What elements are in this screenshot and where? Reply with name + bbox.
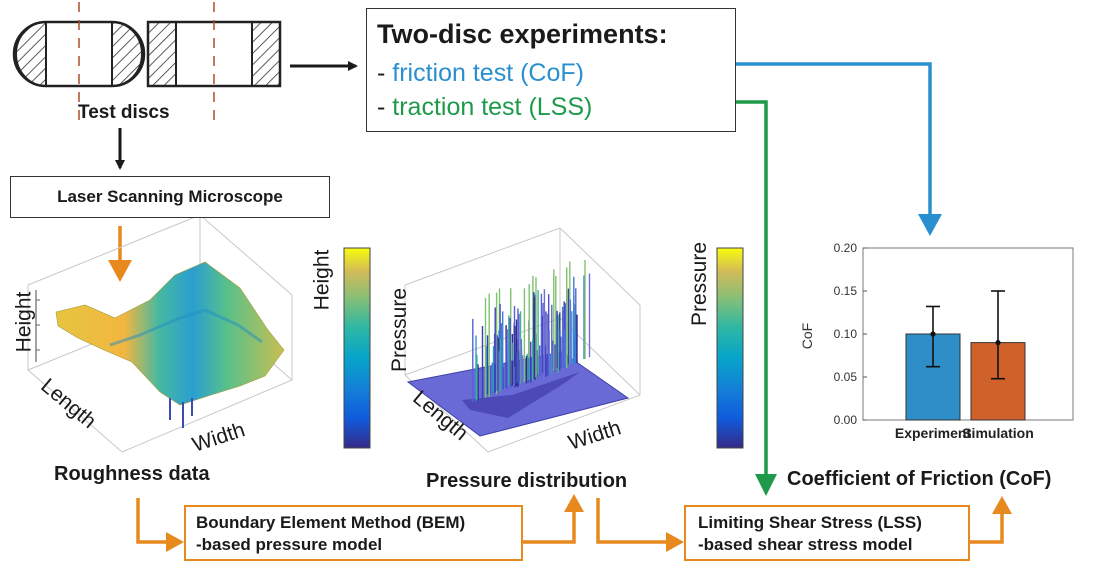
bem-box-line1: Boundary Element Method (BEM)	[196, 513, 466, 532]
height-colorbar-label: Height	[310, 249, 334, 311]
lss-box-line1: Limiting Shear Stress (LSS)	[698, 513, 922, 532]
roughness-z-axis-label: Height	[12, 291, 36, 353]
chart-y-tick-label: 0.05	[834, 370, 858, 384]
test-discs-label: Test discs	[78, 102, 170, 123]
chart-y-tick-label: 0.10	[834, 327, 858, 341]
chart-y-tick-label: 0.00	[834, 413, 858, 427]
friction-test-line: - friction test (CoF)	[377, 59, 584, 88]
test-discs-illustration	[12, 2, 282, 120]
chart-frame	[862, 247, 1074, 421]
bem-pressure-model-box: Boundary Element Method (BEM) -based pre…	[184, 505, 523, 561]
traction-test-line: - traction test (LSS)	[377, 93, 592, 122]
bem-box-line2: -based pressure model	[196, 535, 383, 554]
friction-test-label: friction test (CoF)	[392, 59, 584, 87]
experiments-box: Two-disc experiments: - friction test (C…	[366, 8, 736, 132]
chart-x-tick-label: Experiment	[895, 425, 972, 441]
traction-prefix: -	[377, 93, 393, 121]
chart-y-tick-label: 0.15	[834, 284, 858, 298]
traction-test-label: traction test (LSS)	[392, 93, 593, 121]
chart-x-tick-label: Simulation	[962, 425, 1034, 441]
height-colorbar	[343, 247, 371, 449]
orange-arrows	[118, 226, 1004, 544]
pressure-z-axis-label: Pressure	[388, 287, 412, 373]
pressure-caption: Pressure distribution	[426, 470, 628, 492]
lss-box-line2: -based shear stress model	[698, 535, 913, 554]
experiments-title: Two-disc experiments:	[377, 19, 668, 49]
friction-prefix: -	[377, 59, 393, 87]
cof-bar-chart: 0.00 0.05 0.10 0.15 0.20 ExperimentSimulatio…	[799, 241, 1074, 441]
chart-mean-point	[930, 331, 936, 337]
blue-arrow-friction	[736, 62, 942, 236]
green-arrow-traction	[736, 100, 777, 496]
chart-y-axis-label: CoF	[799, 323, 815, 349]
roughness-surface-plot	[27, 214, 293, 453]
chart-y-tick-label: 0.20	[834, 241, 858, 255]
pressure-surface-plot	[404, 227, 641, 453]
pressure-colorbar	[716, 247, 744, 449]
laser-scanning-microscope-box: Laser Scanning Microscope	[10, 176, 330, 218]
roughness-caption: Roughness data	[54, 463, 210, 485]
pressure-colorbar-label: Pressure	[688, 241, 712, 327]
orange-arrowheads	[108, 260, 1012, 552]
lss-shear-stress-model-box: Limiting Shear Stress (LSS) -based shear…	[684, 505, 970, 561]
cof-caption: Coefficient of Friction (CoF)	[787, 468, 1052, 490]
laser-scanning-microscope-label: Laser Scanning Microscope	[57, 187, 283, 206]
chart-mean-point	[995, 340, 1001, 346]
